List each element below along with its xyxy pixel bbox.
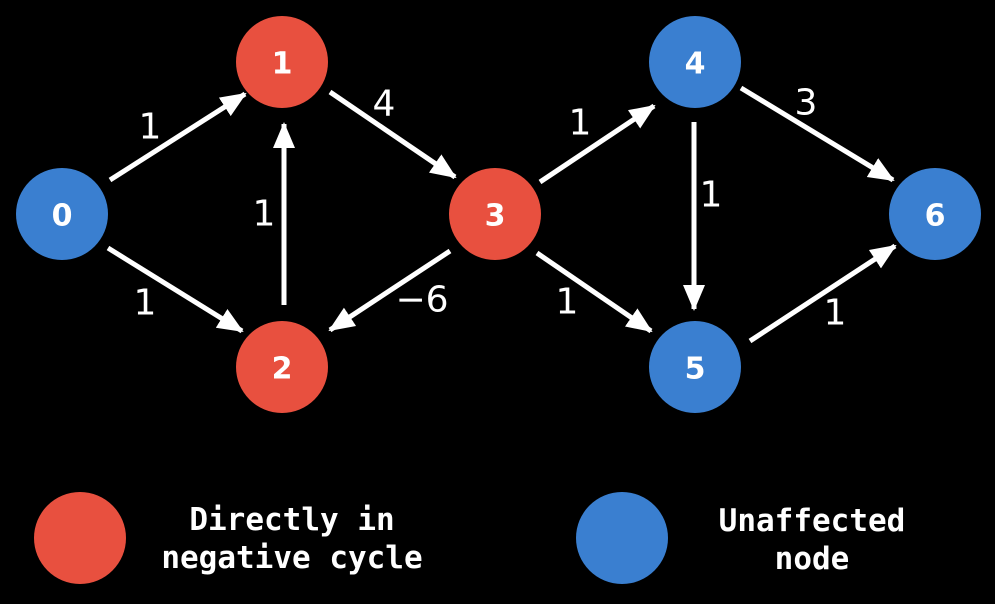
legend-label-negative-cycle-line-2: negative cycle xyxy=(161,540,422,576)
node-5 xyxy=(649,321,741,413)
node-label-6: 6 xyxy=(925,199,946,234)
edge-weight-4-to-6: 3 xyxy=(795,83,818,124)
nodes-layer: 0 1 2 3 4 5 6 xyxy=(16,16,981,413)
edge-5-to-6 xyxy=(748,243,897,344)
edges-layer: 1 1 1 4 −6 1 1 1 3 1 xyxy=(106,83,897,344)
edge-weight-0-to-2: 1 xyxy=(134,283,157,324)
edge-weight-3-to-5: 1 xyxy=(556,282,579,323)
edge-weight-2-to-1: 1 xyxy=(253,194,276,235)
node-4 xyxy=(649,16,741,108)
edge-1-to-3 xyxy=(328,89,457,180)
node-3 xyxy=(449,168,541,260)
node-0 xyxy=(16,168,108,260)
node-2 xyxy=(236,321,328,413)
node-label-3: 3 xyxy=(485,199,506,234)
legend-swatch-unaffected xyxy=(576,492,668,584)
node-label-4: 4 xyxy=(685,47,706,82)
legend-label-negative-cycle-line-1: Directly in xyxy=(189,502,394,538)
legend-label-unaffected-line-1: Unaffected xyxy=(719,503,906,539)
node-label-2: 2 xyxy=(272,352,293,387)
edge-weight-0-to-1: 1 xyxy=(139,107,162,148)
node-label-1: 1 xyxy=(272,47,293,82)
node-label-0: 0 xyxy=(52,199,73,234)
edge-3-to-4 xyxy=(538,103,656,185)
edge-3-to-5 xyxy=(535,250,653,334)
edge-weight-5-to-6: 1 xyxy=(824,293,847,334)
legend-label-unaffected-line-2: node xyxy=(775,541,850,577)
edge-4-to-6 xyxy=(739,85,895,183)
edge-weight-4-to-5: 1 xyxy=(700,175,723,216)
node-6 xyxy=(889,168,981,260)
edge-0-to-1 xyxy=(108,91,247,183)
legend-swatch-negative-cycle xyxy=(34,492,126,584)
edge-weight-3-to-4: 1 xyxy=(569,103,592,144)
node-1 xyxy=(236,16,328,108)
edge-weight-3-to-2: −6 xyxy=(395,280,448,321)
node-label-5: 5 xyxy=(685,352,706,387)
edge-0-to-2 xyxy=(106,245,244,334)
edge-weight-1-to-3: 4 xyxy=(373,84,396,125)
edge-3-to-2 xyxy=(328,248,452,333)
